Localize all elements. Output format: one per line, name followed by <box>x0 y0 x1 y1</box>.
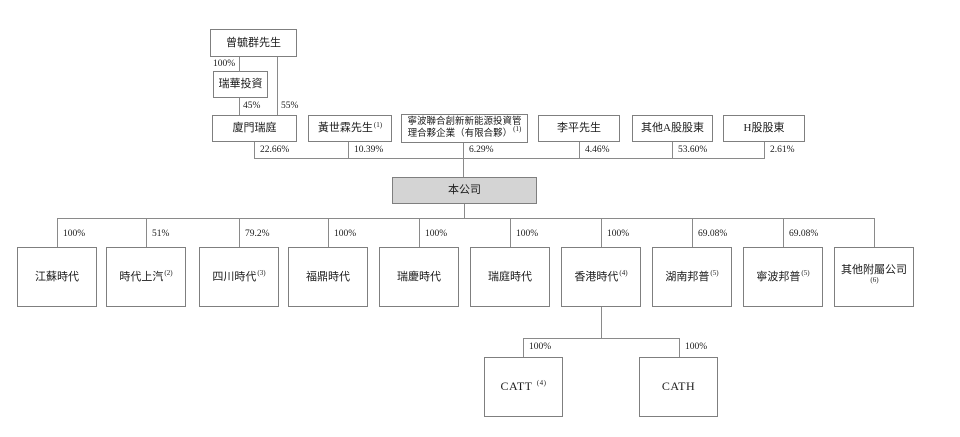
connector-line <box>672 142 673 158</box>
node-jiangsu-times: 江蘇時代 <box>17 247 97 307</box>
pct-sichuan-times: 79.2% <box>245 229 270 239</box>
node-h-shareholders-label: H股股東 <box>743 122 785 135</box>
node-fuding-times-label: 福鼎時代 <box>306 270 350 283</box>
pct-fuding-times: 100% <box>334 229 357 239</box>
pct-other-a-shareholders: 53.60% <box>678 145 708 155</box>
node-times-saic: 時代上汽(2) <box>106 247 186 307</box>
node-other-subsidiaries-label: 其他附屬公司(6) <box>841 263 907 285</box>
node-ruihua-investment: 瑞華投資 <box>213 71 268 98</box>
pct-xiamen-ruiting: 22.66% <box>260 145 290 155</box>
node-li-ping: 李平先生 <box>538 115 620 142</box>
node-founder: 曾毓群先生 <box>210 29 297 57</box>
node-hongkong-times: 香港時代(4) <box>561 247 641 307</box>
pct-h-shareholders: 2.61% <box>770 145 795 155</box>
node-jiangsu-times-label: 江蘇時代 <box>35 270 79 283</box>
connector-line <box>523 338 524 357</box>
node-cath-label: CATH <box>661 379 696 394</box>
pct-hongkong-times: 100% <box>607 229 630 239</box>
node-catt-label: CATT (4) <box>500 379 547 394</box>
pct-huang-shilin: 10.39% <box>354 145 384 155</box>
connector-rail <box>254 158 765 159</box>
node-hunan-bangpu: 湖南邦普(5) <box>652 247 732 307</box>
node-ruiqing-times-label: 瑞慶時代 <box>397 270 441 283</box>
connector-rail <box>523 338 680 339</box>
pct-catt: 100% <box>529 342 552 352</box>
node-ningbo-bangpu-label: 寧波邦普(5) <box>756 269 810 283</box>
pct-li-ping: 4.46% <box>585 145 610 155</box>
connector-line <box>239 57 240 72</box>
connector-line <box>764 142 765 158</box>
node-cath: CATH <box>639 357 718 417</box>
connector-line <box>601 307 602 338</box>
connector-line <box>692 218 693 247</box>
node-ningbo-bangpu: 寧波邦普(5) <box>743 247 823 307</box>
connector-line <box>679 338 680 357</box>
connector-line <box>463 143 464 158</box>
node-other-a-shareholders-label: 其他A股股東 <box>641 122 704 135</box>
connector-line <box>463 158 464 177</box>
pct-ruiting-times: 100% <box>516 229 539 239</box>
pct-founder-to-xiamen: 55% <box>281 101 299 111</box>
node-sichuan-times-label: 四川時代(3) <box>212 269 266 283</box>
pct-ningbo-lianhe: 6.29% <box>469 145 494 155</box>
node-founder-label: 曾毓群先生 <box>226 36 281 49</box>
node-huang-shilin-label: 黃世霖先生(1) <box>317 120 383 135</box>
connector-line <box>579 142 580 158</box>
pct-cath: 100% <box>685 342 708 352</box>
node-ruiting-times-label: 瑞庭時代 <box>488 270 532 283</box>
connector-line <box>874 218 875 247</box>
pct-founder-to-ruihua: 100% <box>213 59 236 69</box>
node-hunan-bangpu-label: 湖南邦普(5) <box>665 269 719 283</box>
node-ruiting-times: 瑞庭時代 <box>470 247 550 307</box>
node-xiamen-ruiting-label: 廈門瑞庭 <box>232 122 277 135</box>
node-ningbo-lianhe-label: 寧波聯合創新新能源投資管理合夥企業（有限合夥）(1) <box>407 116 522 139</box>
node-li-ping-label: 李平先生 <box>557 122 601 135</box>
connector-line <box>348 142 349 158</box>
connector-line <box>57 218 58 247</box>
connector-line <box>601 218 602 247</box>
node-other-a-shareholders: 其他A股股東 <box>632 115 713 142</box>
connector-line <box>239 98 240 115</box>
node-company: 本公司 <box>392 177 537 204</box>
connector-line <box>510 218 511 247</box>
node-ruihua-label: 瑞華投資 <box>218 78 263 91</box>
node-catt: CATT (4) <box>484 357 563 417</box>
node-hongkong-times-label: 香港時代(4) <box>574 269 628 283</box>
node-ruiqing-times: 瑞慶時代 <box>379 247 459 307</box>
connector-line <box>254 142 255 158</box>
pct-ningbo-bangpu: 69.08% <box>789 229 819 239</box>
node-sichuan-times: 四川時代(3) <box>199 247 279 307</box>
pct-ruiqing-times: 100% <box>425 229 448 239</box>
node-other-subsidiaries: 其他附屬公司(6) <box>834 247 914 307</box>
node-huang-shilin: 黃世霖先生(1) <box>308 115 392 142</box>
connector-line <box>146 218 147 247</box>
connector-line <box>419 218 420 247</box>
node-fuding-times: 福鼎時代 <box>288 247 368 307</box>
pct-jiangsu-times: 100% <box>63 229 86 239</box>
connector-line <box>328 218 329 247</box>
node-ningbo-lianhe-chuangxin: 寧波聯合創新新能源投資管理合夥企業（有限合夥）(1) <box>401 114 528 143</box>
pct-times-saic: 51% <box>152 229 170 239</box>
node-xiamen-ruiting: 廈門瑞庭 <box>212 115 297 142</box>
node-company-label: 本公司 <box>448 184 481 197</box>
node-h-shareholders: H股股東 <box>723 115 805 142</box>
connector-line <box>239 218 240 247</box>
pct-ruihua-to-xiamen: 45% <box>243 101 261 111</box>
connector-line <box>277 57 278 115</box>
pct-hunan-bangpu: 69.08% <box>698 229 728 239</box>
connector-line <box>464 204 465 218</box>
connector-line <box>783 218 784 247</box>
node-times-saic-label: 時代上汽(2) <box>119 269 173 283</box>
connector-rail <box>57 218 875 219</box>
